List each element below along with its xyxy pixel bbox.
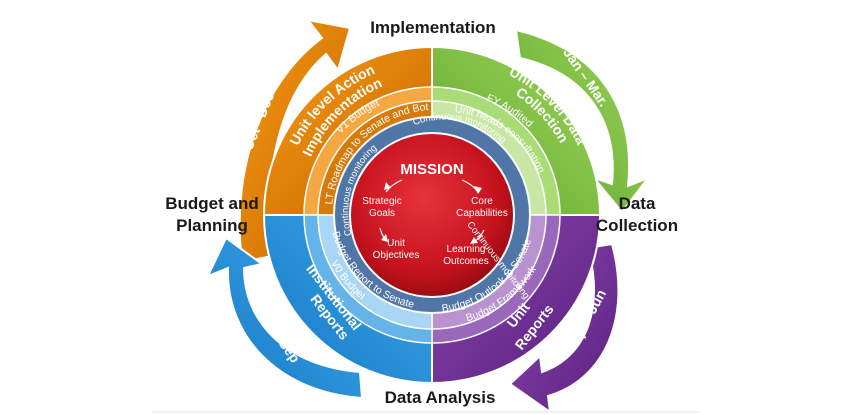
mission-title: MISSION	[400, 161, 463, 178]
phase-budget-1: Budget and	[165, 194, 259, 213]
mission-circle	[349, 132, 515, 298]
mission-cycle-arrowheads	[381, 182, 482, 244]
phase-data-collection-2: Collection	[596, 216, 678, 235]
phase-budget-2: Planning	[176, 216, 248, 235]
phase-implementation: Implementation	[370, 18, 496, 37]
phase-data-analysis: Data Analysis	[385, 388, 496, 407]
phase-data-collection-1: Data	[619, 194, 656, 213]
